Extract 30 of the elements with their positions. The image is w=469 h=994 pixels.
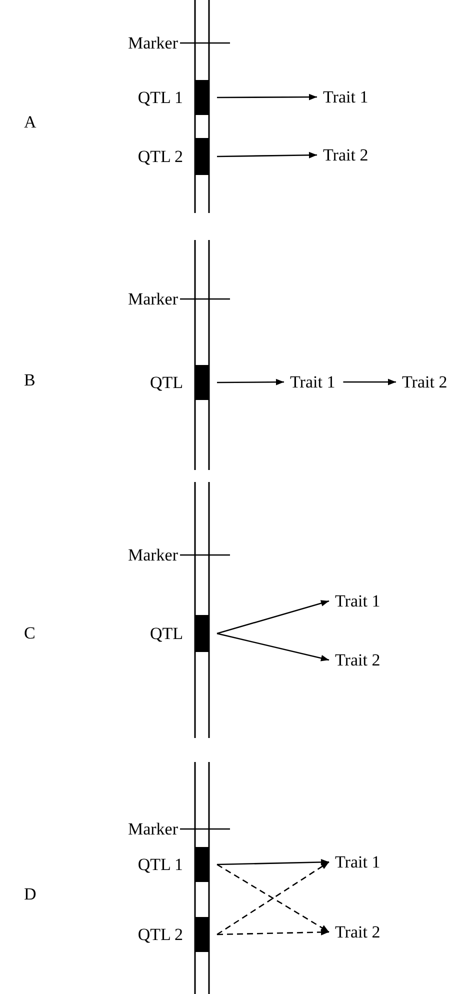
arrow: [217, 94, 317, 100]
trait-label: Trait 1: [335, 592, 380, 610]
marker-label: Marker: [128, 290, 178, 308]
qtl-label: QTL 1: [138, 89, 183, 106]
arrow: [216, 858, 330, 866]
arrow: [216, 600, 330, 634]
marker-label: Marker: [128, 546, 178, 564]
marker-label: Marker: [128, 34, 178, 52]
panel-letter: B: [24, 372, 36, 388]
qtl-label: QTL 2: [138, 148, 183, 165]
panel-letter: D: [24, 886, 36, 902]
qtl-label: QTL 2: [138, 926, 183, 943]
arrow: [343, 378, 396, 386]
trait-label: Trait 2: [335, 652, 380, 668]
trait-label: Trait 1: [323, 88, 368, 106]
arrow: [217, 152, 317, 158]
qtl-label: QTL: [150, 374, 183, 391]
trait-label: Trait 1: [335, 854, 380, 870]
panel-letter: A: [24, 114, 36, 130]
arrow: [217, 378, 284, 386]
trait-label: Trait 2: [323, 146, 368, 164]
arrow: [216, 632, 330, 662]
marker-label: Marker: [128, 820, 178, 838]
qtl-label: QTL 1: [138, 856, 183, 873]
panel-letter: C: [24, 624, 36, 642]
trait-label: Trait 2: [335, 924, 380, 940]
arrow: [216, 928, 330, 936]
trait-label: Trait 2: [402, 374, 448, 390]
qtl-label: QTL: [150, 625, 183, 642]
trait-label: Trait 1: [290, 374, 336, 390]
